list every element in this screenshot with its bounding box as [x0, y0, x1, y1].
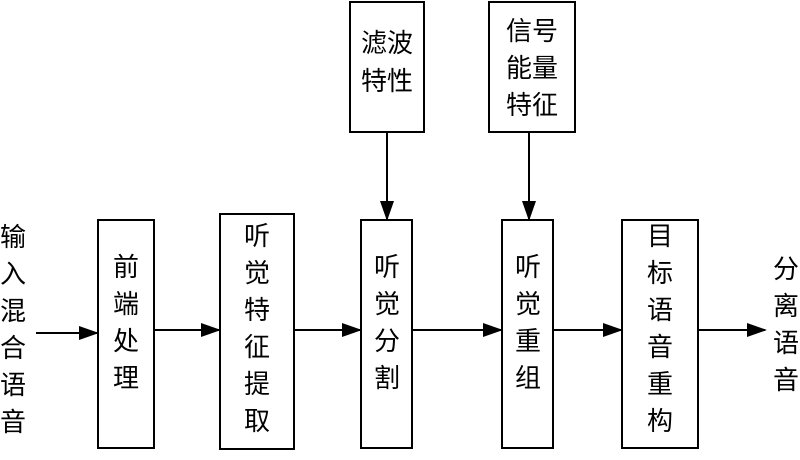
aux-label-filter-props: 滤波特性: [361, 29, 413, 97]
stage-label-feature-extraction: 听觉特征提取: [244, 222, 270, 437]
aux-label-energy-features: 信号能量特征: [506, 17, 558, 121]
stage-box-regrouping: [501, 219, 554, 449]
stage-box-feature-extraction: [219, 213, 295, 450]
stage-label-front-end: 前端处理: [113, 253, 139, 394]
stage-box-front-end: [97, 219, 155, 449]
input-label: 输入混合语音: [0, 223, 26, 438]
stage-label-reconstruction: 目标语音重构: [647, 222, 673, 437]
stage-label-regrouping: 听觉重组: [515, 253, 541, 394]
stage-box-reconstruction: [621, 219, 699, 449]
stage-label-segmentation: 听觉分割: [374, 253, 400, 394]
aux-box-filter-props: [349, 1, 425, 133]
output-label: 分离语音: [773, 255, 799, 396]
aux-box-energy-features: [488, 1, 576, 133]
